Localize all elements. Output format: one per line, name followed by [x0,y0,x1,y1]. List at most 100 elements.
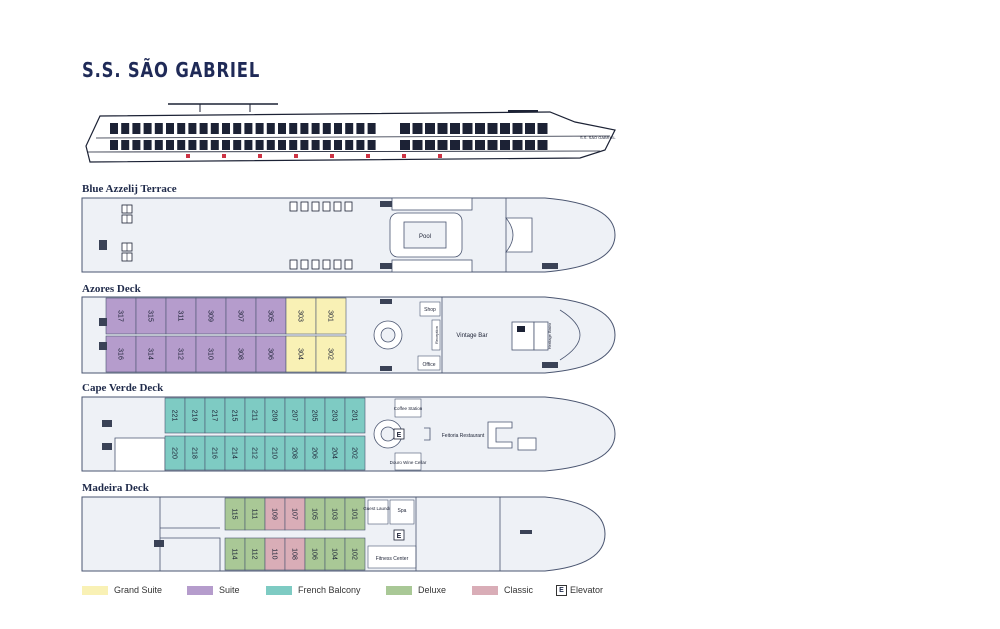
cabin-316[interactable]: 316 [105,335,137,373]
cabin-312-fill [165,335,197,373]
cabin-211[interactable]: 211 [244,397,266,434]
cabin-number: 108 [291,548,298,560]
legend-item-deluxe: Deluxe [386,584,446,596]
cabin-209[interactable]: 209 [264,397,286,434]
cabin-number: 317 [117,310,124,322]
profile-ship-name: S.S. SÃO GABRIEL [580,135,616,140]
cabin-number: 209 [271,410,278,422]
cabin-208[interactable]: 208 [284,435,306,471]
fitness-label: Fitness Center [376,556,409,562]
legend-swatch-classic [472,585,498,595]
cabin-106[interactable]: 106 [304,537,326,571]
cabin-201[interactable]: 201 [344,397,366,434]
legend-label-grand-suite: Grand Suite [114,585,163,595]
cabin-104[interactable]: 104 [324,537,346,571]
elevator-icon: E [556,584,567,596]
cabin-317[interactable]: 317 [105,297,137,335]
cabin-303[interactable]: 303 [285,297,317,335]
cabin-302[interactable]: 302 [315,335,347,373]
cabin-number: 109 [271,508,278,520]
cabin-203[interactable]: 203 [324,397,346,434]
coffee-station-label: Coffee Station [394,406,423,411]
cabin-103[interactable]: 103 [324,497,346,531]
cabin-219[interactable]: 219 [184,397,206,434]
cabin-205[interactable]: 205 [304,397,326,434]
cabin-216[interactable]: 216 [204,435,226,471]
cabin-220[interactable]: 220 [164,435,186,471]
cabin-210[interactable]: 210 [264,435,286,471]
cabin-101[interactable]: 101 [344,497,366,531]
cabin-number: 102 [351,548,358,560]
cabin-309[interactable]: 309 [195,297,227,335]
cabin-number: 201 [351,410,358,422]
cabin-308-fill [225,335,257,373]
cabin-number: 308 [237,348,244,360]
cabin-number: 311 [177,310,184,321]
cabin-207[interactable]: 207 [284,397,306,434]
heritage-bistro-label: Heritage Bistro [547,322,552,349]
cabin-202-fill [344,435,366,471]
cabin-108[interactable]: 108 [284,537,306,571]
cabin-307[interactable]: 307 [225,297,257,335]
cabin-number: 309 [207,310,214,322]
legend-swatch-grand-suite [82,585,108,595]
cabin-304[interactable]: 304 [285,335,317,373]
legend-label-deluxe: Deluxe [418,585,447,595]
cabin-number: 202 [351,447,358,459]
cabin-number: 114 [231,548,238,559]
cabin-206[interactable]: 206 [304,435,326,471]
cabin-306[interactable]: 306 [255,335,287,373]
cabin-number: 103 [331,508,338,520]
cabin-102[interactable]: 102 [344,537,366,571]
cabin-number: 316 [117,348,124,360]
cabin-202[interactable]: 202 [344,435,366,471]
cabin-308[interactable]: 308 [225,335,257,373]
deck-label-blue-azzelij: Blue Azzelij Terrace [82,183,177,195]
cabin-115[interactable]: 115 [224,497,246,531]
pool-area [403,221,447,249]
cabin-221[interactable]: 221 [164,397,186,434]
cabin-314[interactable]: 314 [135,335,167,373]
page-title: S.S. SÃO GABRIEL [82,58,261,82]
cabin-112[interactable]: 112 [244,537,266,571]
cabin-number: 306 [267,348,274,360]
cabin-201-fill [344,397,366,434]
cabin-307-fill [225,297,257,335]
cabin-number: 212 [251,447,258,459]
cabin-number: 304 [297,348,304,360]
deck-blue-azzelij: Pool [81,197,616,273]
cabin-212[interactable]: 212 [244,435,266,471]
cabin-305[interactable]: 305 [255,297,287,335]
madeira-elevator-icon [393,529,405,541]
cabin-number: 221 [171,410,178,422]
cabin-310[interactable]: 310 [195,335,227,373]
cabin-218[interactable]: 218 [184,435,206,471]
legend-item-elevator: E Elevator [556,584,603,596]
cabin-301[interactable]: 301 [315,297,347,335]
cabin-214[interactable]: 214 [224,435,246,471]
wine-cellar-label: Douro Wine Cellar [390,460,427,465]
cape-elevator-symbol: E [397,432,402,439]
cabin-111[interactable]: 111 [244,497,266,531]
cabin-204[interactable]: 204 [324,435,346,471]
cabin-311[interactable]: 311 [165,297,197,335]
cabin-105[interactable]: 105 [304,497,326,531]
cabin-315[interactable]: 315 [135,297,167,335]
deck-label-cape-verde: Cape Verde Deck [82,382,164,394]
cabin-312[interactable]: 312 [165,335,197,373]
cabin-number: 211 [251,410,258,421]
cabin-number: 315 [147,310,154,322]
madeira-elevator-symbol: E [397,533,402,540]
cabin-102-fill [344,537,366,571]
cabin-number: 204 [331,447,338,459]
cabin-109[interactable]: 109 [264,497,286,531]
cabin-215[interactable]: 215 [224,397,246,434]
cabin-114[interactable]: 114 [224,537,246,571]
legend: Grand Suite Suite French Balcony Deluxe … [82,584,622,598]
cabin-107[interactable]: 107 [284,497,306,531]
cabin-110[interactable]: 110 [264,537,286,571]
cabin-number: 219 [191,410,198,422]
cabin-217[interactable]: 217 [204,397,226,434]
